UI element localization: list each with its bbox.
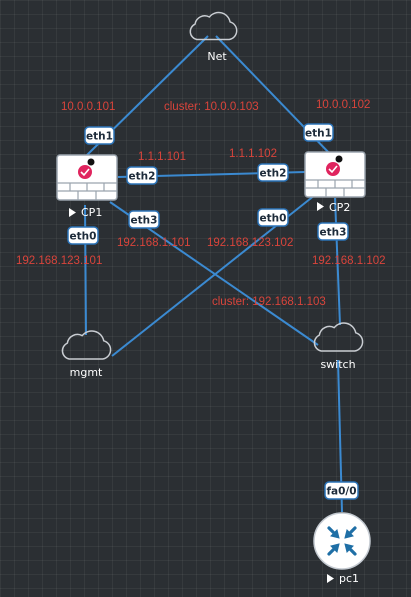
- annotation-cp2-eth0-ip: 192.168.123.102: [207, 237, 293, 249]
- svg-text:fa0/0: fa0/0: [326, 486, 356, 498]
- svg-text:eth2: eth2: [129, 171, 156, 183]
- annotation-cp1-eth3-ip: 192.168.1.101: [117, 237, 191, 249]
- svg-text:eth0: eth0: [70, 231, 97, 243]
- annotation-cp2-eth2-ip: 1.1.1.102: [229, 148, 277, 160]
- svg-text:eth1: eth1: [86, 131, 113, 143]
- play-icon[interactable]: [69, 208, 76, 217]
- cloud-icon: [313, 322, 364, 352]
- mgmt-label: mgmt: [70, 366, 103, 379]
- annotation-cp1-eth2-ip: 1.1.1.101: [138, 151, 186, 163]
- firewall-icon: [304, 151, 366, 198]
- annotation-cp1-eth0-ip: 192.168.123.101: [16, 255, 102, 267]
- play-icon[interactable]: [327, 574, 334, 583]
- annotation-cp2-eth1-ip: 10.0.0.102: [316, 99, 370, 111]
- svg-text:eth2: eth2: [260, 168, 287, 180]
- port-badge-cp1-eth0[interactable]: eth0: [67, 226, 99, 245]
- link-cp2-switch[interactable]: [334, 197, 341, 326]
- cloud-icon: [61, 330, 112, 360]
- svg-text:eth3: eth3: [320, 227, 347, 239]
- annotation-cluster-lan: cluster: 192.168.1.103: [212, 296, 326, 308]
- annotation-cluster-net: cluster: 10.0.0.103: [164, 101, 259, 113]
- port-badges: eth1 eth1 eth2 eth2 eth3 eth0 eth0 eth3: [67, 123, 359, 500]
- pc1-label: pc1: [339, 572, 359, 585]
- port-badge-cp2-eth1[interactable]: eth1: [303, 123, 334, 142]
- switch-node[interactable]: switch: [313, 322, 364, 371]
- mgmt-node[interactable]: mgmt: [61, 330, 112, 379]
- firewall-icon: [56, 154, 118, 201]
- annotation-cp1-eth1-ip: 10.0.0.101: [61, 101, 115, 113]
- cp1-node[interactable]: CP1: [56, 154, 118, 219]
- net-label: Net: [207, 50, 227, 63]
- router-icon: [313, 512, 371, 570]
- svg-text:eth3: eth3: [131, 215, 158, 227]
- play-icon[interactable]: [317, 202, 324, 211]
- port-badge-cp1-eth3[interactable]: eth3: [128, 210, 160, 229]
- pc1-node[interactable]: pc1: [313, 512, 371, 585]
- svg-text:eth1: eth1: [305, 128, 332, 140]
- link-cp1-mgmt[interactable]: [84, 204, 87, 336]
- annotation-cp2-eth3-ip: 192.168.1.102: [312, 255, 386, 267]
- cp2-node[interactable]: CP2: [304, 151, 366, 214]
- port-badge-cp2-eth3[interactable]: eth3: [317, 222, 349, 241]
- port-badge-cp2-eth2[interactable]: eth2: [257, 163, 289, 182]
- port-badge-pc1-fa0[interactable]: fa0/0: [324, 481, 359, 500]
- cp1-label: CP1: [81, 206, 102, 219]
- ip-annotations: 10.0.0.101 10.0.0.102 cluster: 10.0.0.10…: [16, 99, 386, 308]
- cp2-label: CP2: [329, 201, 350, 214]
- port-badge-cp2-eth0[interactable]: eth0: [257, 208, 289, 227]
- port-badge-cp1-eth2[interactable]: eth2: [126, 166, 158, 185]
- cloud-icon: [189, 11, 238, 41]
- net-node[interactable]: Net: [189, 11, 238, 63]
- port-badge-cp1-eth1[interactable]: eth1: [84, 126, 115, 145]
- switch-label: switch: [320, 358, 355, 371]
- svg-text:eth0: eth0: [260, 213, 287, 225]
